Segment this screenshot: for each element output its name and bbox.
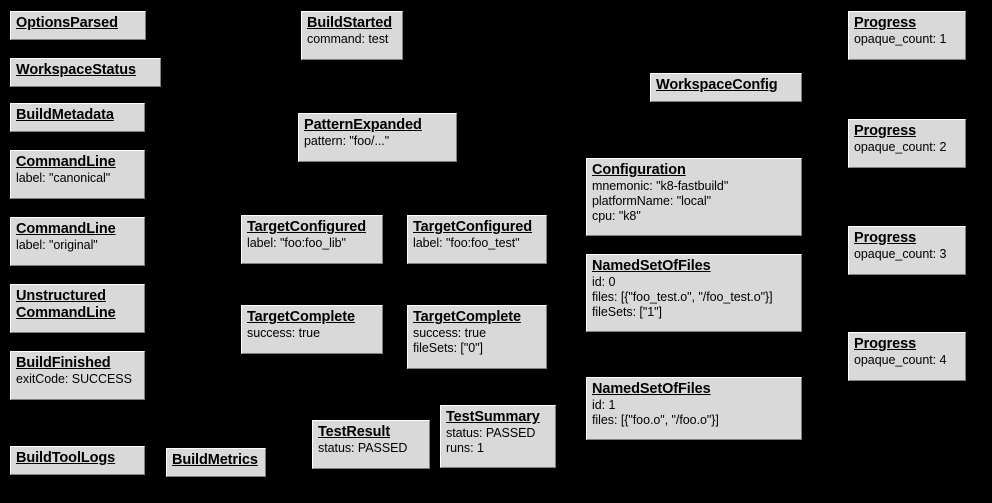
node-fields: status: PASSED: [318, 441, 408, 455]
node-title: BuildStarted: [307, 15, 393, 31]
node-workspace-status[interactable]: WorkspaceStatus: [10, 58, 161, 87]
node-title: OptionsParsed: [16, 15, 118, 31]
node-title: Progress: [854, 15, 917, 31]
node-title: WorkspaceConfig: [656, 77, 778, 93]
node-fields: exitCode: SUCCESS: [16, 372, 132, 386]
node-fields: id: 1 files: [{"foo.o", "/foo.o"}]: [592, 398, 719, 427]
node-options-parsed[interactable]: OptionsParsed: [10, 11, 146, 40]
node-build-metadata[interactable]: BuildMetadata: [10, 103, 145, 132]
node-fields: opaque_count: 4: [854, 353, 947, 367]
node-unstructured-command-line[interactable]: Unstructured CommandLine: [10, 284, 145, 333]
node-title: TestSummary: [446, 409, 540, 425]
node-title: BuildMetadata: [16, 107, 114, 123]
node-title: NamedSetOfFiles: [592, 258, 711, 274]
node-title: TargetComplete: [247, 309, 355, 325]
node-fields: opaque_count: 1: [854, 32, 947, 46]
node-title: TestResult: [318, 424, 391, 440]
node-title: PatternExpanded: [304, 117, 422, 133]
node-title: Progress: [854, 123, 917, 139]
node-title: Progress: [854, 336, 917, 352]
node-title: CommandLine: [16, 154, 116, 170]
node-title: WorkspaceStatus: [16, 62, 136, 78]
node-title: CommandLine: [16, 221, 116, 237]
node-fields: success: true fileSets: ["0"]: [413, 326, 486, 355]
node-workspace-config[interactable]: WorkspaceConfig: [650, 73, 802, 102]
node-title: TargetConfigured: [247, 219, 366, 235]
node-title: BuildMetrics: [172, 452, 258, 468]
node-title: TargetComplete: [413, 309, 521, 325]
node-build-metrics[interactable]: BuildMetrics: [166, 448, 266, 477]
node-title: Unstructured CommandLine: [16, 288, 116, 321]
node-build-tool-logs[interactable]: BuildToolLogs: [10, 446, 145, 475]
node-fields: id: 0 files: [{"foo_test.o", "/foo_test.…: [592, 275, 773, 319]
node-title: Configuration: [592, 162, 686, 178]
node-title: BuildToolLogs: [16, 450, 116, 466]
node-fields: label: "foo:foo_lib": [247, 236, 346, 250]
node-fields: pattern: "foo/...": [304, 134, 390, 148]
node-fields: label: "foo:foo_test": [413, 236, 520, 250]
node-fields: opaque_count: 3: [854, 247, 947, 261]
node-fields: status: PASSED runs: 1: [446, 426, 536, 455]
node-title: NamedSetOfFiles: [592, 381, 711, 397]
node-title: TargetConfigured: [413, 219, 532, 235]
node-fields: label: "original": [16, 238, 98, 252]
node-fields: success: true: [247, 326, 320, 340]
node-title: BuildFinished: [16, 355, 111, 371]
node-title: Progress: [854, 230, 917, 246]
node-fields: command: test: [307, 32, 389, 46]
node-fields: opaque_count: 2: [854, 140, 947, 154]
node-fields: mnemonic: "k8-fastbuild" platformName: "…: [592, 179, 729, 223]
node-fields: label: "canonical": [16, 171, 111, 185]
